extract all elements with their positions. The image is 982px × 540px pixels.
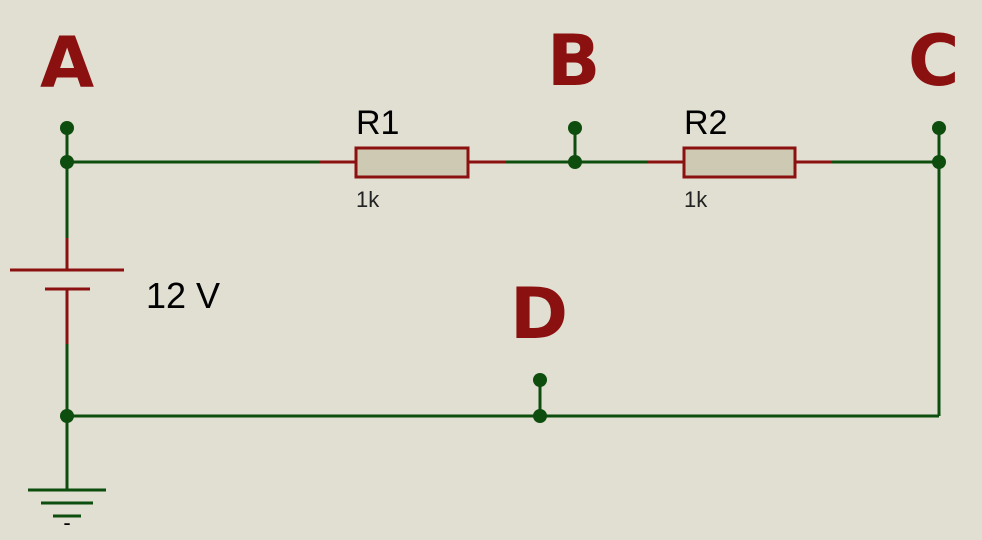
battery-voltage: 12 V <box>146 275 220 316</box>
return-wire <box>67 162 941 418</box>
junction-dots <box>60 155 946 423</box>
ground-symbol: - <box>63 510 70 535</box>
node-label-d: D <box>510 273 568 355</box>
resistor-r1-ref: R1 <box>356 104 399 142</box>
resistor-r2-ref: R2 <box>684 104 727 142</box>
junction-d <box>533 409 547 423</box>
resistor-r1-value: 1k <box>356 187 380 212</box>
junction-a <box>60 155 74 169</box>
node-label-c: C <box>908 20 959 102</box>
battery[interactable] <box>10 238 124 344</box>
ground-icon <box>28 488 106 518</box>
junction-bottom-left <box>60 409 74 423</box>
junction-b <box>568 155 582 169</box>
node-label-a: A <box>40 22 94 104</box>
resistor-r2-value: 1k <box>684 187 708 212</box>
junction-c <box>932 155 946 169</box>
resistor-r1[interactable] <box>320 146 505 179</box>
node-label-b: B <box>547 20 600 102</box>
resistor-r2[interactable] <box>648 146 832 179</box>
